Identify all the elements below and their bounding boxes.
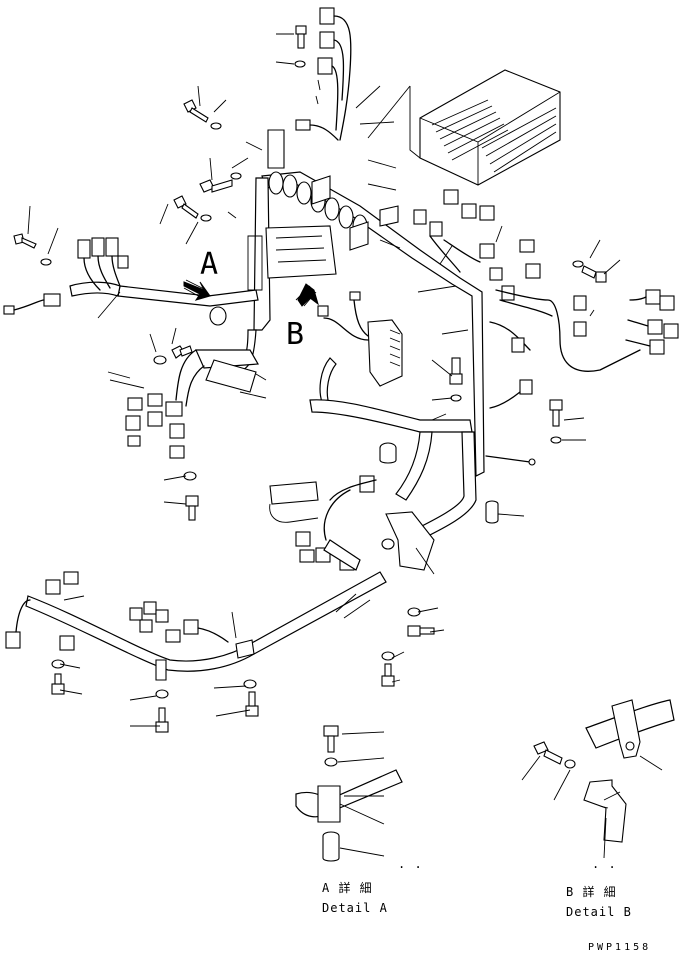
view-arrow-a <box>183 279 211 301</box>
bolt <box>549 399 563 427</box>
view-arrow-b <box>295 283 319 307</box>
view-label-a: A <box>200 247 218 282</box>
washer <box>230 172 242 180</box>
bolt <box>407 625 435 637</box>
trunk-brackets <box>247 129 399 291</box>
bolt <box>449 357 463 385</box>
washer <box>294 60 306 68</box>
washer <box>564 759 576 769</box>
bolt <box>173 195 199 219</box>
svg-text:. .: . . <box>398 857 423 871</box>
svg-text:. .: . . <box>592 857 617 871</box>
detail-a: . . <box>295 725 423 871</box>
bolt <box>183 99 209 123</box>
bolt <box>581 265 607 283</box>
spacer <box>322 831 340 862</box>
detail-b-title-jp: B 詳 細 <box>566 884 617 899</box>
washer <box>572 260 584 268</box>
bolt <box>381 663 395 687</box>
connectors-left <box>3 237 129 315</box>
washer <box>155 689 169 699</box>
controller-unit <box>367 69 561 186</box>
leader-lines <box>27 33 621 727</box>
bolt <box>295 25 307 49</box>
washer <box>210 122 222 130</box>
bolt <box>323 725 339 753</box>
bolt <box>533 741 563 765</box>
washer <box>153 355 167 365</box>
bolt <box>51 673 65 695</box>
detail-b: . . <box>521 699 675 871</box>
bolt <box>199 179 233 193</box>
drawing-code: PWP1158 <box>588 942 651 953</box>
spacer <box>485 500 499 524</box>
bolt <box>245 691 259 717</box>
washer <box>324 757 338 767</box>
relay-cluster <box>125 349 259 459</box>
connectors-mid-lower <box>269 442 435 571</box>
view-label-b: B <box>286 317 304 352</box>
connectors-top <box>295 7 352 141</box>
bolt <box>13 233 37 249</box>
washer <box>40 258 52 266</box>
washer <box>51 659 65 669</box>
detail-b-title-en: Detail B <box>566 905 632 919</box>
washer <box>200 214 212 222</box>
detail-a-title-en: Detail A <box>322 901 388 915</box>
bolt <box>185 495 199 521</box>
bolts-and-washers <box>13 25 607 733</box>
detail-a-title-jp: A 詳 細 <box>322 880 373 895</box>
bolt <box>155 707 169 733</box>
washer <box>243 679 257 689</box>
washer <box>450 394 462 402</box>
lower-trunk <box>309 291 477 541</box>
lower-left-harness <box>5 571 387 681</box>
connectors-right <box>413 189 679 466</box>
washer <box>550 436 562 444</box>
washer <box>381 651 395 661</box>
bolt <box>171 345 193 359</box>
